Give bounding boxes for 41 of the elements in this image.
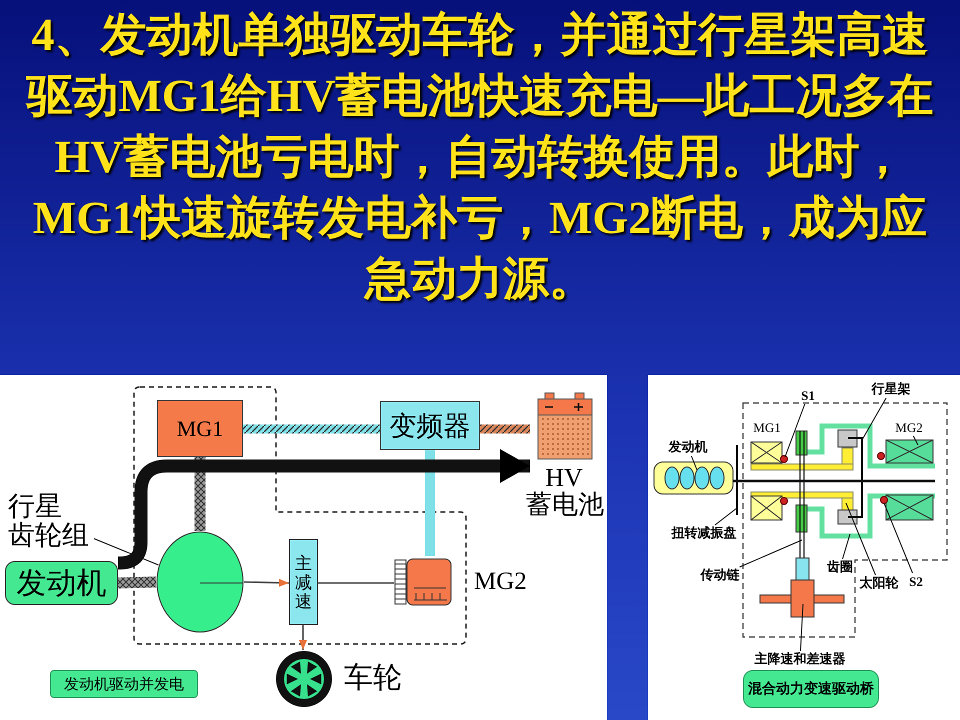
- engine-box: 发动机: [5, 561, 118, 605]
- leader-line: [862, 398, 887, 440]
- motor-box: MG1: [157, 400, 243, 457]
- leader-line: [884, 502, 914, 574]
- wheel-label: 车轮: [344, 662, 402, 694]
- battery-label: HV 蓄电池: [526, 464, 602, 518]
- leader-line: [690, 456, 698, 470]
- leader-line: [800, 604, 804, 652]
- part-label: 行星齿轮组: [8, 492, 90, 550]
- part-label: 太阳轮: [856, 575, 902, 592]
- connection-bar: [194, 457, 206, 531]
- connection-bar: [243, 424, 380, 434]
- connection-bar: [425, 450, 435, 556]
- leader-line: [94, 538, 159, 566]
- inverter-box: 变频器: [380, 401, 480, 450]
- shaft-line: [299, 625, 307, 650]
- connection-bar: [480, 424, 530, 434]
- part-label: 行星架: [868, 381, 914, 398]
- part-label: 发动机: [664, 439, 712, 456]
- leader-line: [846, 502, 876, 576]
- part-label: 主降速和差速器: [750, 651, 850, 668]
- part-label: 扭转减振盘: [668, 525, 740, 542]
- reducer-box: 主减速: [289, 539, 318, 625]
- leader-line: [842, 534, 850, 560]
- leader-line: [714, 508, 738, 526]
- part-label: 齿圈: [825, 559, 855, 576]
- caption-box: 发动机驱动并发电: [50, 670, 198, 698]
- part-label: S2: [906, 573, 926, 590]
- caption-box: 混合动力变速驱动桥: [743, 670, 879, 708]
- leader-line: [912, 436, 918, 446]
- connection-bar: [118, 576, 156, 588]
- part-label: MG2: [891, 419, 927, 436]
- leader-line: [784, 404, 806, 458]
- part-label: S1: [799, 387, 817, 404]
- part-label: 传动链: [697, 567, 743, 584]
- slide-title: 4、发动机单独驱动车轮，并通过行星架高速驱动MG1给HV蓄电池快速充电—此工况多在HV蓄电池亏电时，自动转换使用。此时，MG1快速旋转发电补亏，MG2断电，成为应急动力源。: [24, 8, 935, 306]
- shaft-line: [244, 578, 290, 587]
- leader-line: [739, 540, 802, 568]
- motor-label: MG2: [474, 568, 527, 596]
- part-label: MG1: [752, 419, 782, 436]
- shaft-line: [318, 582, 394, 584]
